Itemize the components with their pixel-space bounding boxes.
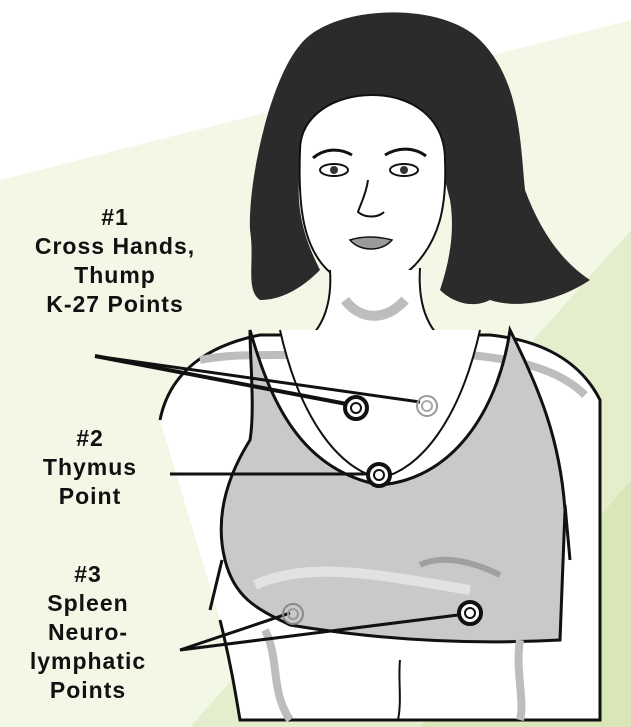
label-1-line: #1 (0, 203, 230, 232)
label-1-line: Thump (0, 261, 230, 290)
label-2-line: Point (25, 482, 155, 511)
left-pupil (330, 166, 338, 174)
thymus-point-marker (368, 464, 390, 486)
label-3-line: Points (0, 676, 176, 705)
label-thymus-point: #2 Thymus Point (25, 424, 155, 511)
label-3-line: Spleen (0, 589, 176, 618)
label-3-line: Neuro- (0, 618, 176, 647)
label-spleen-neurolymphatic: #3 Spleen Neuro- lymphatic Points (0, 560, 176, 705)
abdomen-shade-right (519, 640, 522, 720)
label-2-line: Thymus (25, 453, 155, 482)
spleen-point-right-marker (459, 602, 481, 624)
label-3-line: lymphatic (0, 647, 176, 676)
k27-point-left-marker (345, 397, 367, 419)
label-3-line: #3 (0, 560, 176, 589)
label-cross-hands-k27: #1 Cross Hands, Thump K-27 Points (0, 203, 230, 319)
label-2-line: #2 (25, 424, 155, 453)
label-1-line: K-27 Points (0, 290, 230, 319)
right-pupil (400, 166, 408, 174)
label-1-line: Cross Hands, (0, 232, 230, 261)
